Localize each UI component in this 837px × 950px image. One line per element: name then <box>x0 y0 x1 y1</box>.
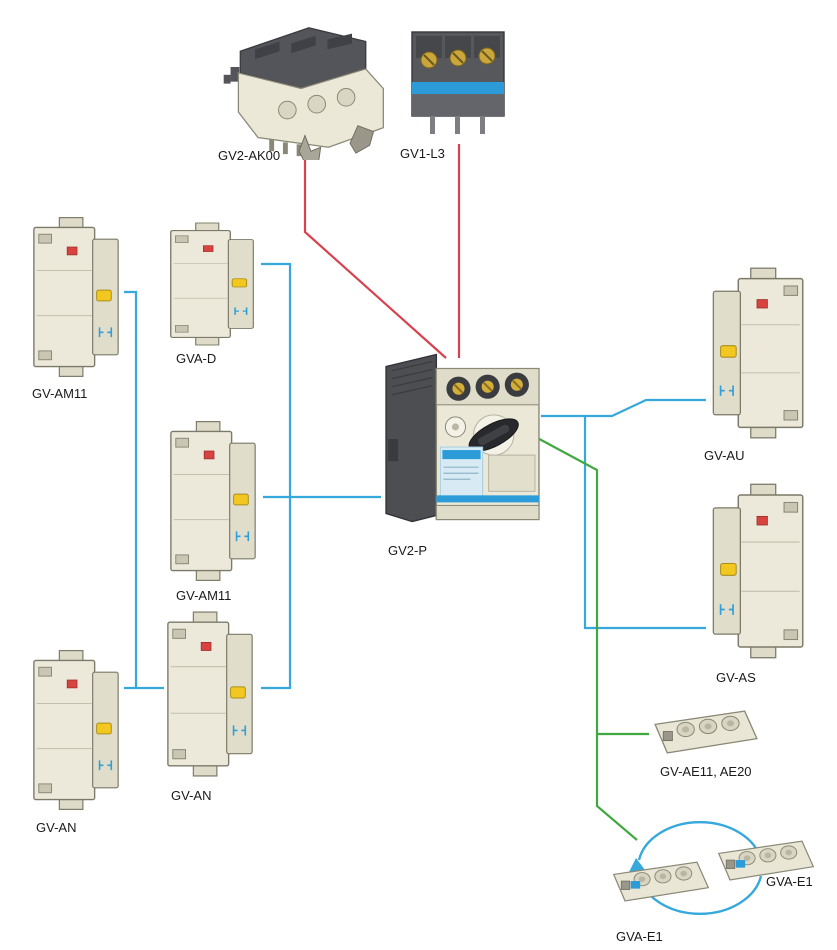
blue-wires <box>124 262 706 690</box>
component-gv-ae11-ae20 <box>648 704 764 761</box>
label-gv-am11-top: GV-AM11 <box>32 386 88 401</box>
gva-e1-right-illustration <box>713 834 819 888</box>
component-gva-e1-bottom <box>608 854 714 910</box>
label-gv2-ak00: GV2-AK00 <box>218 148 281 163</box>
component-gv-am11-top <box>28 212 126 382</box>
wire-red-ak00-to-gv2p <box>303 160 447 359</box>
gv1-l3-illustration <box>402 24 514 144</box>
component-gva-d <box>165 220 261 348</box>
component-gv-as <box>705 480 809 662</box>
gva-e1-bottom-illustration <box>608 854 714 910</box>
label-gva-e1-bottom: GVA-E1 <box>616 929 663 944</box>
component-gv-an-mid <box>162 608 260 780</box>
gv-ae11-ae20-illustration <box>648 704 764 761</box>
wire-blue-am11-to-an <box>124 290 164 690</box>
gv-as-illustration <box>705 480 809 662</box>
gv2-ak00-illustration <box>210 18 398 160</box>
green-wires <box>516 426 649 841</box>
gva-d-illustration <box>165 220 261 348</box>
label-gva-d: GVA-D <box>176 351 217 366</box>
gv-am11-top-illustration <box>28 212 126 382</box>
label-gv2-p: GV2-P <box>388 543 428 558</box>
gv-an-mid-illustration <box>162 608 260 780</box>
component-gv2-ak00 <box>210 18 398 160</box>
component-gva-e1-right <box>713 834 819 888</box>
label-gv-au: GV-AU <box>704 448 745 463</box>
wire-blue-gv2p-to-gvau <box>541 398 706 418</box>
label-gv-an-mid: GV-AN <box>171 788 212 803</box>
wire-blue-gvad-bus <box>261 262 292 690</box>
red-wires <box>303 144 461 359</box>
rotation-arc-top <box>637 821 763 861</box>
label-gva-e1-right: GVA-E1 <box>766 874 813 889</box>
component-gv2-p <box>380 342 543 532</box>
label-gv-am11-mid: GV-AM11 <box>176 588 232 603</box>
gv-an-left-illustration <box>28 645 126 815</box>
wire-blue-gv2p-to-gvas <box>583 416 706 630</box>
label-gv1-l3: GV1-L3 <box>400 146 445 161</box>
component-gv1-l3 <box>402 24 514 144</box>
component-gv-au <box>705 264 809 442</box>
label-gv-an-left: GV-AN <box>36 820 77 835</box>
component-gv-an-left <box>28 645 126 815</box>
label-gv-ae11-ae20: GV-AE11, AE20 <box>660 764 752 779</box>
label-gv-as: GV-AS <box>716 670 756 685</box>
component-gv-am11-mid <box>165 416 263 586</box>
gv-am11-mid-illustration <box>165 416 263 586</box>
gv2-p-illustration <box>380 342 543 532</box>
gv-au-illustration <box>705 264 809 442</box>
wire-green-gv2p-to-gvae1 <box>516 426 638 841</box>
